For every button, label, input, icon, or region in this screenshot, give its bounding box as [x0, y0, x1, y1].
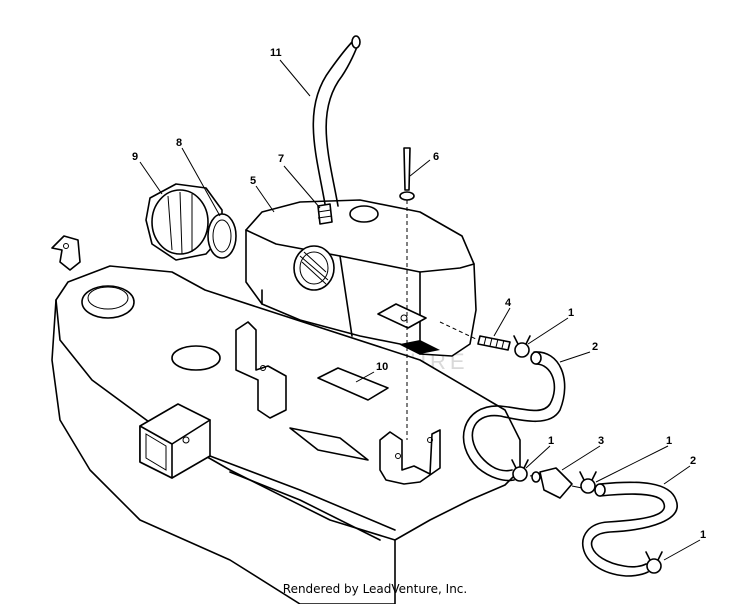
hose-clamp-a — [513, 335, 531, 358]
fuel-line-a — [462, 351, 566, 482]
fuel-filter — [529, 467, 583, 499]
callout-2-fuel-line-b: 2 — [690, 455, 696, 467]
callout-8-cap-gasket: 8 — [176, 137, 182, 149]
fuel-tank — [245, 199, 477, 357]
callout-leaders — [139, 59, 701, 561]
callout-2-fuel-line-a: 2 — [592, 341, 598, 353]
frame — [51, 235, 521, 604]
callout-1-clamp-c: 1 — [666, 435, 672, 447]
footer-credit: Rendered by LeadVenture, Inc. — [282, 582, 468, 596]
callout-5-fuel-tank: 5 — [250, 175, 256, 187]
hose-clamp-c — [579, 471, 597, 494]
callout-1-clamp-d: 1 — [700, 529, 706, 541]
vent-hose — [312, 35, 361, 211]
callout-1-clamp-a: 1 — [568, 307, 574, 319]
callout-10-tank-pad: 10 — [376, 361, 388, 373]
callout-6-strap-bolt: 6 — [433, 151, 439, 163]
tank-strap-bolt — [399, 147, 415, 440]
callout-7-vent-fitting: 7 — [278, 153, 284, 165]
fuel-line-b — [582, 481, 678, 577]
fuel-cap — [145, 183, 223, 261]
callout-1-clamp-b: 1 — [548, 435, 554, 447]
hose-clamp-d — [645, 551, 663, 574]
callout-4-outlet-fitting: 4 — [505, 297, 512, 309]
outlet-fitting — [439, 321, 511, 351]
hose-clamp-b — [511, 459, 529, 482]
callout-11-vent-hose: 11 — [270, 47, 282, 59]
callout-labels: 11 9 8 7 5 6 4 1 2 10 1 3 1 2 1 — [132, 47, 706, 541]
tank-pad — [317, 367, 389, 401]
callout-9-fuel-cap: 9 — [132, 151, 138, 163]
cap-gasket — [207, 213, 237, 259]
callout-3-fuel-filter: 3 — [598, 435, 604, 447]
vent-fitting — [317, 203, 333, 225]
